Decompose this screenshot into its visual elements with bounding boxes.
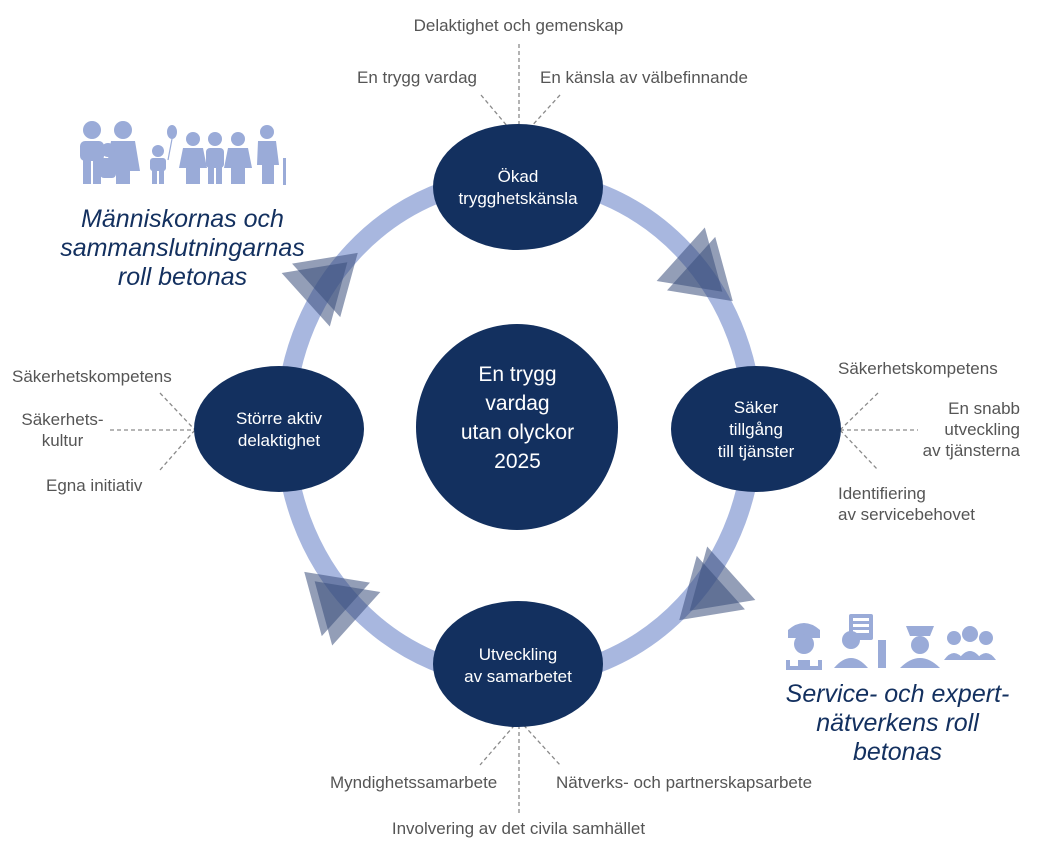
node-left-label: Större aktiv delaktighet <box>194 392 364 467</box>
node-line: tillgång <box>729 419 783 439</box>
arrow-bottom-left <box>304 571 381 646</box>
center-line: En trygg <box>478 363 557 386</box>
right-connectors <box>839 392 918 471</box>
node-line: Utveckling <box>478 644 558 664</box>
service-workers-icon <box>786 614 996 670</box>
node-top <box>433 124 603 250</box>
node-line: Större aktiv <box>236 408 322 428</box>
spoke-left-bottom: Egna initiativ <box>46 476 143 495</box>
node-left <box>194 366 364 492</box>
node-bottom-label: Utveckling av samarbetet <box>433 628 603 703</box>
arrow-top-right <box>656 227 733 302</box>
spoke-right-top: Säkerhetskompetens <box>838 359 998 378</box>
node-line: av samarbetet <box>464 666 572 686</box>
arrow-bottom-right <box>679 546 756 621</box>
bottom-connectors <box>479 718 561 813</box>
spoke-bottom-center: Involvering av det civila samhället <box>391 819 646 838</box>
spoke-top-left: En trygg vardag <box>357 68 478 87</box>
node-line: Säker <box>733 397 779 417</box>
center-circle <box>416 324 618 530</box>
spoke-right-bottom: Identifiering av servicebehovet <box>838 484 976 524</box>
node-right <box>671 366 841 492</box>
services-callout-title: Service- och expert- nätverkens roll bet… <box>785 680 1010 766</box>
family-people-icon <box>80 121 286 185</box>
node-line: trygghetskänsla <box>458 188 578 208</box>
left-connectors <box>110 392 196 471</box>
spoke-right-middle: En snabb utveckling av tjänsterna <box>922 399 1020 460</box>
spoke-top-center: Delaktighet och gemenskap <box>413 16 624 35</box>
node-line: Ökad <box>497 166 539 186</box>
spoke-bottom-left: Myndighetssamarbete <box>330 773 498 792</box>
center-line: utan olyckor <box>460 421 575 444</box>
node-line: delaktighet <box>237 430 321 450</box>
center-line: 2025 <box>494 450 541 473</box>
node-right-label: Säker tillgång till tjänster <box>671 392 841 467</box>
node-line: till tjänster <box>717 441 795 461</box>
spoke-left-top: Säkerhetskompetens <box>12 367 172 386</box>
node-top-label: Ökad trygghetskänsla <box>433 150 603 225</box>
spoke-top-right: En känsla av välbefinnande <box>540 68 748 87</box>
node-bottom <box>433 601 603 727</box>
spoke-bottom-right: Nätverks- och partnerskapsarbete <box>556 773 813 792</box>
arrow-top-left <box>281 252 358 327</box>
people-callout-title: Människornas och sammanslutningarnas rol… <box>60 205 305 291</box>
center-line: vardag <box>485 392 550 415</box>
spoke-left-middle: Säkerhets- kultur <box>21 410 104 450</box>
center-title: En trygg vardag utan olyckor 2025 <box>419 360 616 476</box>
ring-arrows <box>281 227 756 646</box>
